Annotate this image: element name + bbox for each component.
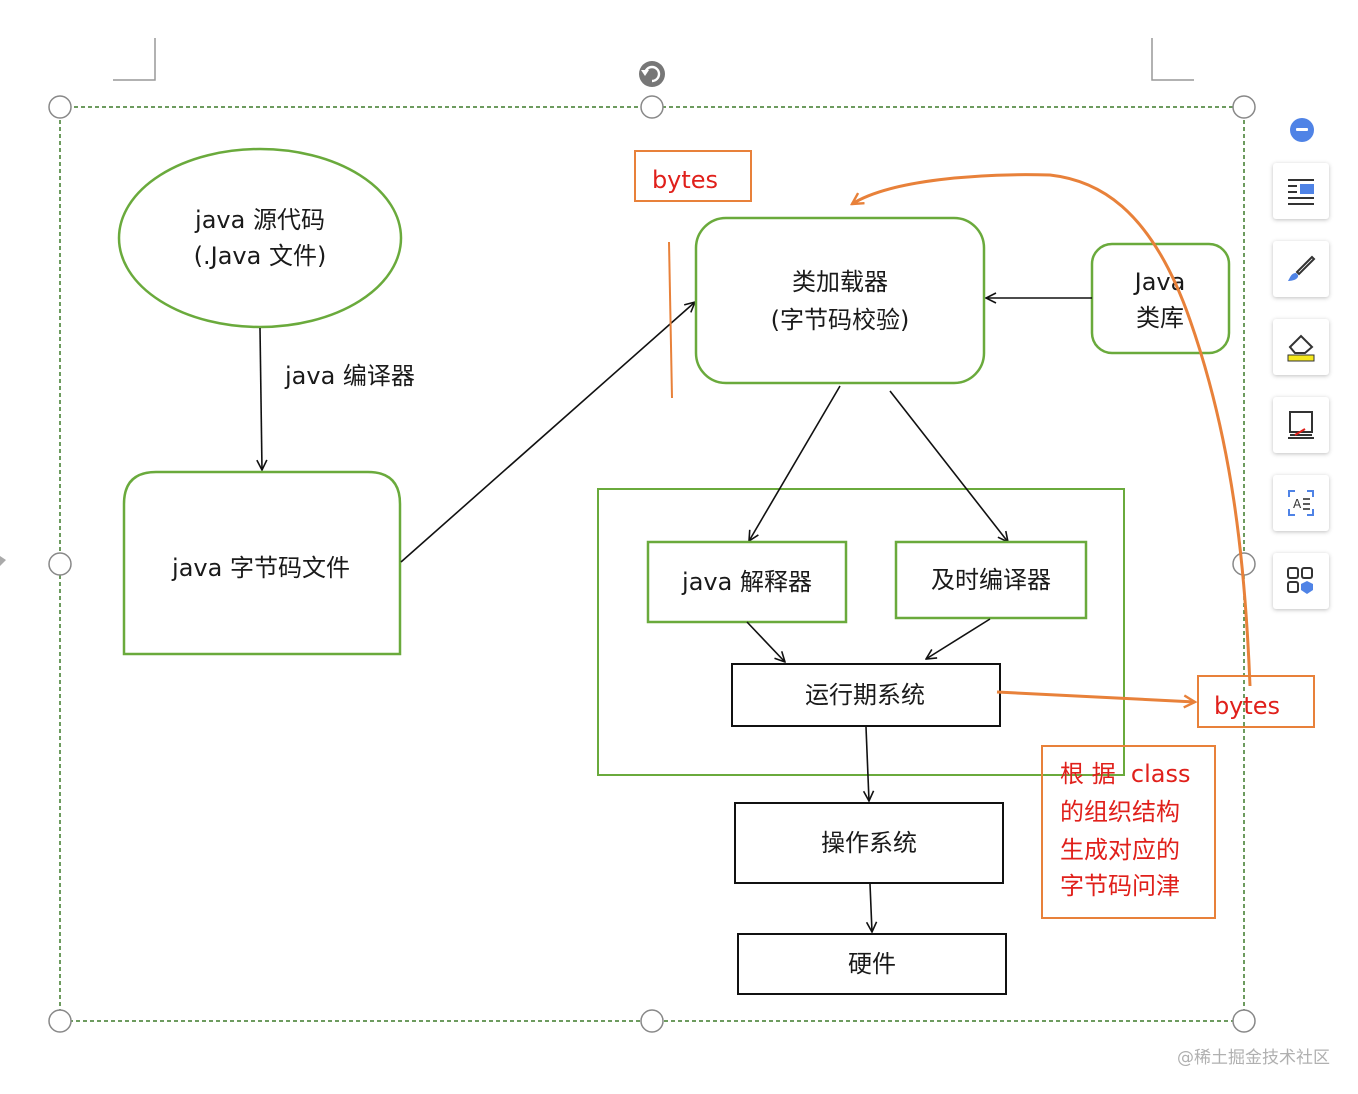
bytes-right-label: bytes (1214, 692, 1280, 720)
orange-arrow-runtime-to-bytes (996, 690, 1195, 702)
note-line-2: 的组织结构 (1060, 798, 1180, 826)
runtime-system-label: 运行期系统 (805, 681, 925, 709)
fill-color-icon (1287, 334, 1315, 362)
compiler-label: java 编译器 (284, 362, 415, 390)
jit-compiler-label: 及时编译器 (931, 566, 1051, 594)
bytes-top-box (634, 150, 752, 202)
arrow-interpreter-to-runtime (746, 621, 785, 662)
text-wrap-button[interactable] (1273, 163, 1329, 219)
class-loader-label-1: 类加载器 (792, 268, 888, 296)
collapse-icon (1296, 128, 1308, 131)
hardware-label: 硬件 (848, 950, 896, 978)
arrow-os-to-hardware (870, 883, 872, 932)
class-loader-node (694, 216, 986, 385)
java-source-node (117, 147, 403, 329)
java-library-node (1090, 242, 1231, 355)
border-style-button[interactable] (1273, 397, 1329, 453)
java-library-label-1: Java (1133, 268, 1186, 296)
svg-text:A: A (1293, 497, 1302, 511)
bytes-top-label: bytes (652, 166, 718, 194)
orange-divider-line (668, 241, 673, 399)
resize-handle-bottom-right[interactable] (1232, 1009, 1256, 1033)
arrow-jit-to-runtime (926, 618, 991, 659)
resize-handle-left[interactable] (48, 552, 72, 576)
resize-handle-bottom-left[interactable] (48, 1009, 72, 1033)
operating-system-label: 操作系统 (821, 829, 917, 857)
operating-system-node (734, 802, 1004, 884)
bytecode-file-label: java 字节码文件 (171, 554, 350, 582)
arrow-loader-to-jit (889, 390, 1008, 542)
arrow-source-to-bytecode (260, 327, 262, 470)
more-tools-icon (1287, 567, 1313, 594)
runtime-system-node (731, 663, 1001, 727)
fill-color-button[interactable] (1273, 319, 1329, 375)
java-source-label-1: java 源代码 (194, 206, 325, 234)
border-style-icon (1288, 411, 1314, 439)
ocr-text-button[interactable]: A (1273, 475, 1329, 531)
resize-handle-top[interactable] (640, 95, 664, 119)
resize-handle-top-right[interactable] (1232, 95, 1256, 119)
note-line-3: 生成对应的 (1060, 836, 1180, 864)
text-wrap-icon (1288, 179, 1314, 205)
collapse-toolbar-button[interactable] (1290, 118, 1314, 142)
jvm-container (597, 488, 1125, 776)
note-line-1: 根 据 class (1060, 760, 1190, 788)
orange-curve-bytes-to-loader (852, 173, 1252, 687)
bytes-right-box (1197, 675, 1315, 728)
arrow-runtime-to-os (866, 726, 869, 801)
left-edge-marker (0, 556, 6, 566)
arrow-bytecode-to-loader (400, 302, 695, 563)
arrow-loader-to-interpreter (749, 385, 841, 541)
note-box (1041, 745, 1216, 919)
brush-icon (1288, 255, 1316, 281)
java-source-label-2: (.Java 文件) (194, 242, 327, 270)
interpreter-label: java 解释器 (681, 568, 812, 596)
resize-handle-bottom[interactable] (640, 1009, 664, 1033)
jit-compiler-node (894, 540, 1088, 620)
page-corner-marks (113, 38, 1194, 81)
java-library-label-2: 类库 (1136, 304, 1184, 332)
resize-handle-right[interactable] (1232, 552, 1256, 576)
resize-handle-top-left[interactable] (48, 95, 72, 119)
brush-button[interactable] (1273, 241, 1329, 297)
resize-handles[interactable] (48, 95, 1256, 1033)
hardware-node (737, 933, 1007, 995)
more-tools-button[interactable] (1273, 553, 1329, 609)
rotate-handle-icon[interactable] (639, 61, 665, 87)
watermark: @稀土掘金技术社区 (1177, 1048, 1330, 1068)
note-line-4: 字节码问津 (1060, 872, 1180, 900)
bytecode-file-node (122, 470, 402, 656)
class-loader-label-2: (字节码校验) (771, 306, 910, 334)
ocr-text-icon: A (1288, 490, 1314, 516)
